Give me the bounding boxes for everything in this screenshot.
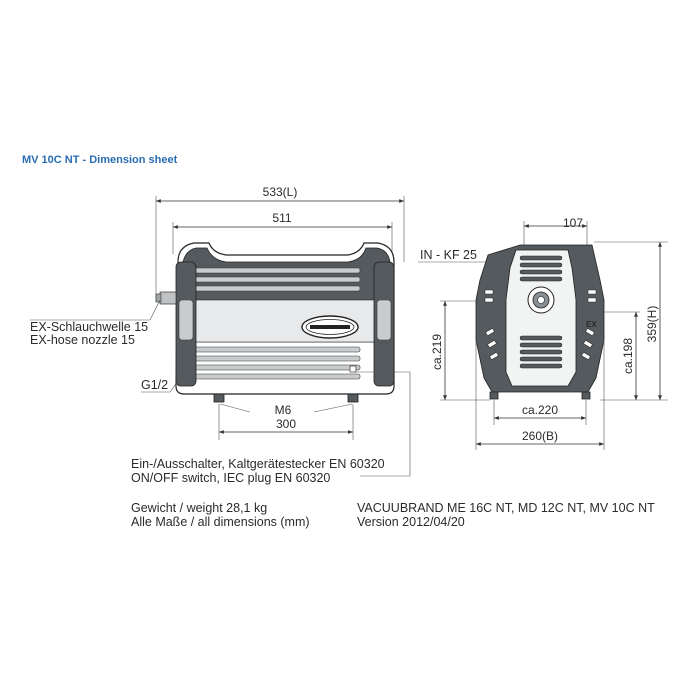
weight-note: Gewicht / weight 28,1 kg — [131, 501, 267, 515]
power-switch — [349, 365, 357, 373]
dim-foot-width: ca.220 — [522, 403, 558, 417]
hose-nozzle — [155, 291, 177, 305]
side-view: 533(L) 511 — [30, 185, 411, 477]
outlet-thread-label: G1/2 — [141, 378, 168, 392]
front-view: 107 IN - KF 25 — [418, 216, 668, 450]
hose-label-de: EX-Schlauchwelle 15 — [30, 320, 148, 334]
notes-block: Ein-/Ausschalter, Kaltgerätestecker EN 6… — [131, 457, 655, 529]
switch-note-en: ON/OFF switch, IEC plug EN 60320 — [131, 471, 330, 485]
page-title: MV 10C NT - Dimension sheet — [22, 154, 178, 166]
switch-note-de: Ein-/Ausschalter, Kaltgerätestecker EN 6… — [131, 457, 385, 471]
dim-overall-width: 260(B) — [522, 429, 558, 443]
inlet-label: IN - KF 25 — [420, 248, 477, 262]
hose-label-en: EX-hose nozzle 15 — [30, 333, 135, 347]
dim-right-height: ca.198 — [621, 338, 635, 374]
ex-mark: EX — [586, 320, 597, 329]
dim-front-width-top: 107 — [563, 216, 583, 230]
dim-overall-length: 533(L) — [263, 185, 298, 199]
dim-body-length: 511 — [272, 211, 291, 225]
dim-foot-spacing: 300 — [276, 417, 296, 431]
units-note: Alle Maße / all dimensions (mm) — [131, 515, 310, 529]
dim-left-height: ca.219 — [430, 334, 444, 370]
foot-thread-label: M6 — [275, 403, 292, 417]
models-note: VACUUBRAND ME 16C NT, MD 12C NT, MV 10C … — [357, 501, 655, 515]
dim-height: 359(H) — [645, 306, 659, 343]
version-note: Version 2012/04/20 — [357, 515, 465, 529]
